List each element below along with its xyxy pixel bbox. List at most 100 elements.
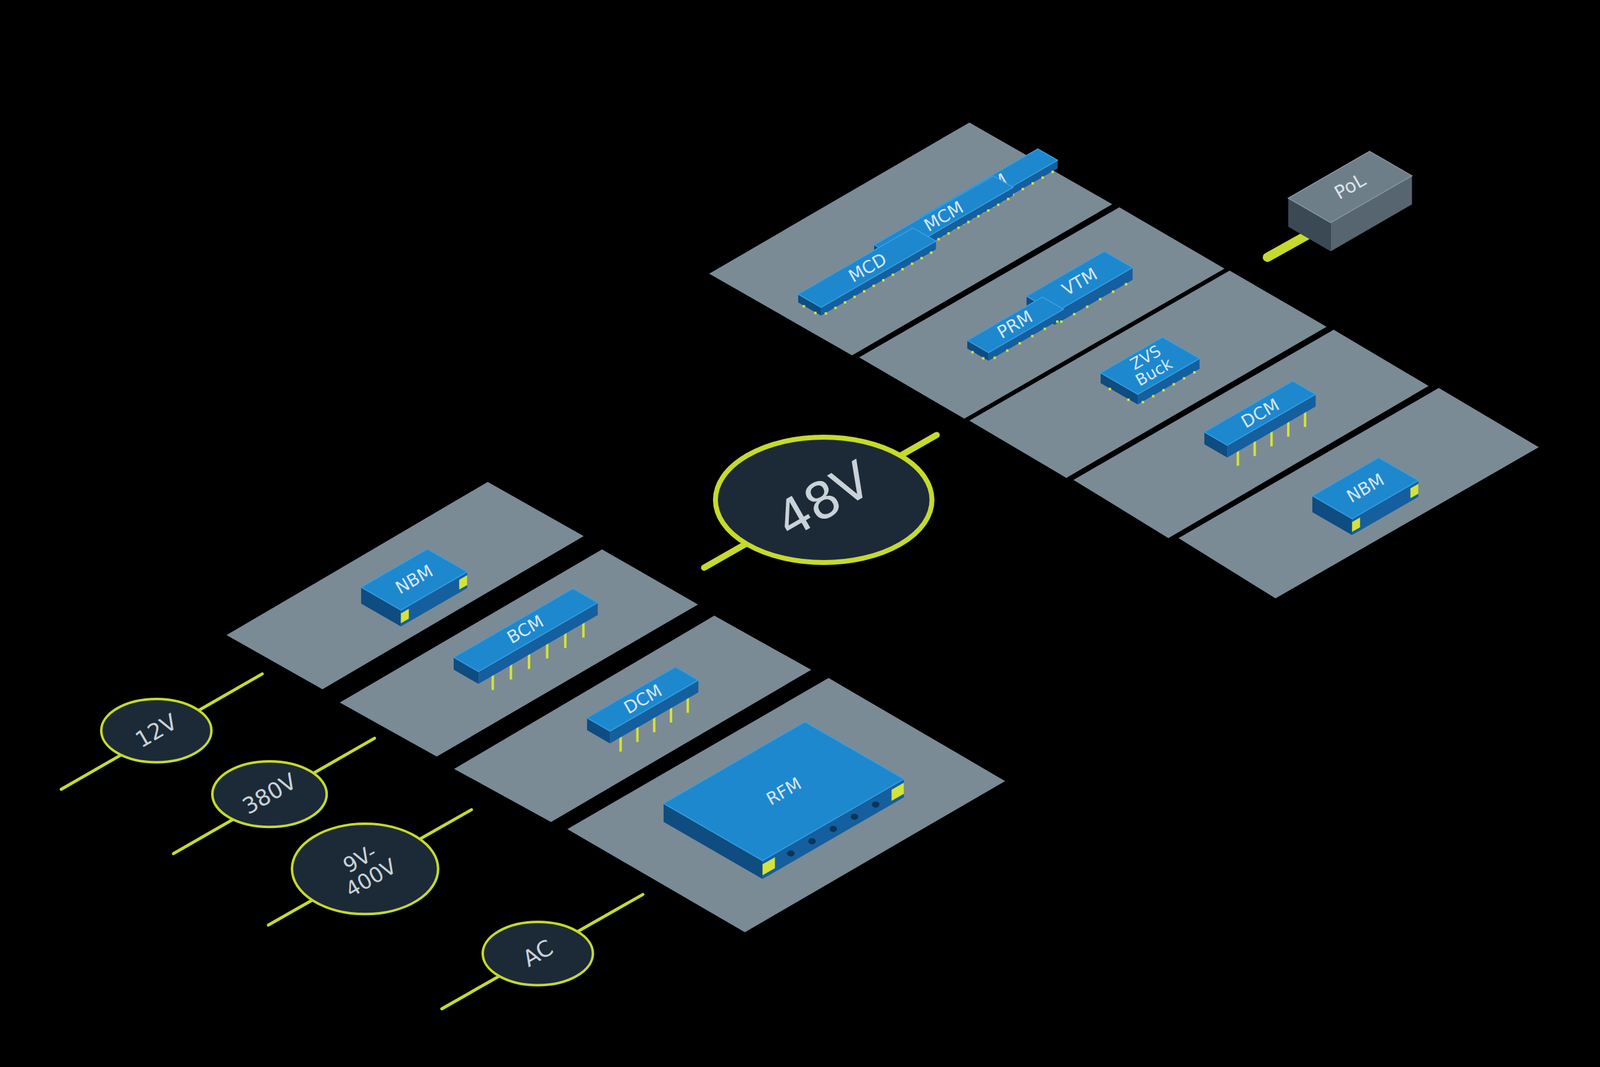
solder-pad [882,279,885,282]
solder-pad [1141,400,1144,404]
solder-pad [987,209,990,212]
terminal [401,608,410,623]
solder-pad [872,284,876,288]
solder-pad [1041,175,1044,179]
solder-pad [982,356,985,360]
pin [1237,450,1240,466]
solder-pad [967,220,970,224]
mcd-module: MCD [796,226,938,317]
solder-pad [1124,282,1128,286]
nbm-module: NBM [359,547,469,628]
nbm-module: NBM [1311,456,1420,537]
solder-pad [814,311,817,314]
hole [850,812,859,820]
solder-pad [1182,376,1186,380]
pin [619,735,623,752]
solder-pad [1172,382,1175,386]
pin [1304,411,1307,428]
solder-pad [1043,327,1046,330]
dcm-module-shape [585,665,700,759]
voltage-ring [482,921,594,985]
pin [1253,440,1257,457]
voltage-ring [101,698,212,762]
input-line [441,894,644,1009]
solder-pad [803,304,806,308]
solder-pad [891,273,895,276]
solder-pad [1162,388,1165,391]
top-face [663,721,904,861]
solder-pad [993,356,996,359]
solder-pad [1030,334,1034,338]
solder-pad [1051,170,1054,173]
bcm-module: BCM [452,587,599,700]
input-line [268,809,472,925]
solder-pad [911,262,914,265]
terminal [762,856,775,875]
hole [787,850,795,857]
solder-pad [862,289,866,292]
top-face [587,666,699,731]
pin [669,706,673,723]
solder-pad [1108,387,1112,391]
pin [686,697,689,713]
solder-pad [977,215,980,218]
dcm-module: DCM [585,665,700,759]
top-face [1288,151,1412,223]
solder-pad [1056,320,1059,323]
solder-pad [1007,198,1010,201]
terminal [1410,483,1419,498]
voltage-ring [715,437,933,563]
rfm-module: RFM [662,720,905,881]
bus-lines [61,226,1323,1009]
pin [653,716,656,733]
input-voltage-circle: 12V [100,697,213,763]
top-face [798,227,936,308]
solder-pad [947,232,950,236]
pin [527,653,531,669]
solder-pad [1127,398,1130,401]
terminal [1351,517,1360,532]
solder-pad [1098,297,1102,300]
pol-box: PoL [1287,150,1413,253]
solder-pad [930,251,933,254]
pin [563,632,567,648]
solder-pad [1111,290,1115,293]
top-face [453,588,598,672]
bus-voltage-circle: 48V [712,434,935,565]
solder-pad [1031,182,1034,185]
solder-pad [1006,348,1009,352]
pol-box-shape [1287,150,1413,253]
hole [808,837,816,844]
dcm-module: DCM [1203,379,1317,473]
top-face [1312,457,1419,519]
input-voltage-circle: AC [481,920,595,986]
bcm-module-shape [452,587,599,700]
pin [491,674,494,690]
solder-pad [1020,187,1024,191]
bus-line [704,434,938,568]
solder-pad [1085,304,1089,308]
dcm-module-shape [1203,379,1317,473]
prm-module: PRM [966,295,1065,362]
solder-pad [901,267,904,271]
pin [545,642,549,659]
terminal [459,575,468,590]
terminal [891,782,904,800]
pin [1287,420,1290,437]
solder-pad [843,300,847,304]
solder-pad [1151,394,1155,397]
hole [871,801,880,808]
solder-pad [1072,312,1076,315]
voltage-ring [291,823,439,914]
solder-pad [824,311,828,315]
input-voltage-circle: 9V- 400V [290,822,440,915]
top-face [967,296,1064,353]
module-tiles [226,122,1539,932]
solder-pad [997,203,1000,207]
pin [1270,430,1273,447]
solder-pad [853,295,857,298]
pin [636,726,639,742]
solder-pad [1018,341,1021,345]
pin [509,663,512,680]
